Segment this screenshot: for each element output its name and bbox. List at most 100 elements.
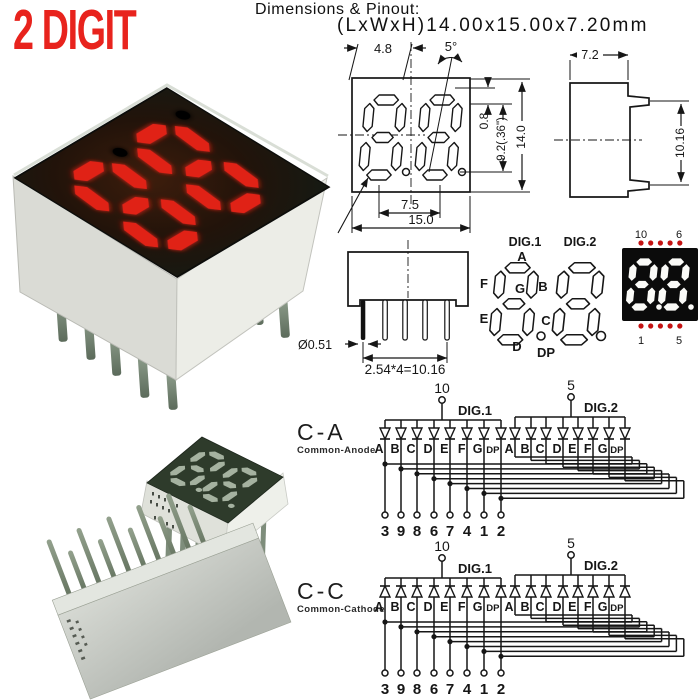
front-view-drawing: 4.8 5° 0.8 9.2(.36") 14.0 7.5 15.0: [337, 39, 530, 234]
diode-icon: [427, 584, 441, 598]
svg-text:2: 2: [497, 523, 505, 540]
digit-outlines: [358, 94, 463, 181]
segment-map-diagram: DIG.1 DIG.2 A F G B E C D DP: [480, 235, 607, 360]
segment-pin-terminal: [430, 511, 438, 519]
side-outline: [569, 82, 650, 198]
seg-g-label: G: [515, 281, 525, 296]
body-print-marks: [66, 619, 88, 661]
diode-icon: [494, 427, 508, 441]
junction-dot: [498, 495, 504, 501]
dim-pin-pitch: 2.54*4=10.16: [365, 362, 446, 377]
diode-icon: [618, 584, 632, 598]
svg-text:9: 9: [397, 523, 405, 540]
segment-pin-terminal: [397, 669, 405, 677]
seg-a-label: A: [517, 249, 527, 264]
seven-seg-digit: [626, 258, 658, 311]
svg-text:B: B: [390, 442, 399, 456]
dig1-pin-terminal: [438, 396, 446, 404]
display-face: [13, 87, 331, 278]
page-subtitle: (LxWxH)14.00x15.00x7.20mm: [337, 15, 649, 36]
dim-15-0: 15.0: [408, 212, 433, 227]
svg-text:G: G: [598, 600, 608, 614]
diode-icon: [556, 584, 570, 598]
cc-code: C-C: [297, 578, 347, 604]
segment-pin-terminal: [480, 511, 488, 519]
diode-icon: [443, 584, 457, 598]
diode-icon: [524, 427, 538, 441]
diode-icon: [602, 584, 616, 598]
segment-pin-terminal: [430, 669, 438, 677]
seven-seg-digit: [202, 467, 258, 503]
mini-display-face: [622, 248, 698, 321]
diode-icon: [378, 427, 392, 441]
svg-text:8: 8: [413, 681, 421, 698]
svg-text:A: A: [374, 600, 383, 614]
diode-icon: [602, 427, 616, 441]
svg-text:A: A: [504, 442, 513, 456]
dim-10-16: 10.16: [673, 128, 687, 158]
ca-code: C-A: [297, 419, 346, 445]
segment-pin-terminal: [446, 669, 454, 677]
svg-text:6: 6: [430, 681, 438, 698]
seven-seg-digit: [358, 94, 407, 181]
svg-text:D: D: [423, 600, 432, 614]
segment-pin-terminal: [497, 669, 505, 677]
diode-icon: [378, 584, 392, 598]
segment-pin-terminal: [480, 669, 488, 677]
segment-pin-terminal: [413, 669, 421, 677]
diode-icon: [586, 584, 600, 598]
seg-f-label: F: [480, 276, 488, 291]
svg-text:A: A: [374, 442, 383, 456]
segment-pin-terminal: [413, 511, 421, 519]
mini-pin-display: 10 6 1 5: [622, 229, 698, 347]
svg-text:C: C: [406, 442, 415, 456]
segment-pin-terminal: [446, 511, 454, 519]
diode-icon: [394, 584, 408, 598]
seg-e-label: E: [480, 311, 489, 326]
diode-icon: [556, 427, 570, 441]
svg-text:B: B: [520, 600, 529, 614]
svg-text:1: 1: [480, 681, 488, 698]
product-badge: 2 DIGIT: [13, 0, 137, 62]
diode-icon: [410, 427, 424, 441]
svg-text:3: 3: [381, 523, 389, 540]
svg-text:DP: DP: [610, 603, 624, 614]
svg-text:D: D: [423, 442, 432, 456]
svg-text:7: 7: [446, 681, 454, 698]
svg-text:F: F: [458, 442, 466, 456]
svg-text:4: 4: [463, 681, 472, 698]
segment-pin-terminal: [463, 511, 471, 519]
svg-text:B: B: [520, 442, 529, 456]
svg-text:A: A: [504, 600, 513, 614]
mini-digits: [626, 258, 694, 311]
upward-pins: [46, 493, 208, 600]
svg-text:E: E: [440, 600, 448, 614]
diode-icon: [394, 427, 408, 441]
seg-c-label: C: [541, 313, 551, 328]
seg-dp-label: DP: [537, 345, 555, 360]
back-body-group: [46, 493, 292, 700]
dig1-label: DIG.1: [509, 235, 542, 249]
svg-text:F: F: [584, 600, 592, 614]
svg-text:1: 1: [480, 523, 488, 540]
page-title: Dimensions & Pinout:: [255, 1, 420, 18]
svg-text:DP: DP: [486, 445, 500, 456]
dim-7-5: 7.5: [401, 197, 419, 212]
svg-text:E: E: [568, 442, 576, 456]
common-cathode-label: C-C Common-Cathode: [297, 578, 385, 616]
cc-name: Common-Cathode: [297, 604, 385, 615]
svg-text:C: C: [535, 600, 544, 614]
dig2-pin-terminal: [567, 393, 575, 401]
diode-icon: [571, 427, 585, 441]
svg-text:G: G: [598, 442, 608, 456]
diode-icon: [618, 427, 632, 441]
svg-text:5: 5: [567, 380, 575, 393]
segment-pin-terminal: [381, 511, 389, 519]
seg-b-label: B: [538, 279, 547, 294]
seg-d-label: D: [512, 339, 521, 354]
display-face: [146, 436, 284, 524]
svg-text:6: 6: [430, 523, 438, 540]
svg-text:10: 10: [434, 380, 450, 396]
bottom-pin-dots: [638, 323, 683, 329]
